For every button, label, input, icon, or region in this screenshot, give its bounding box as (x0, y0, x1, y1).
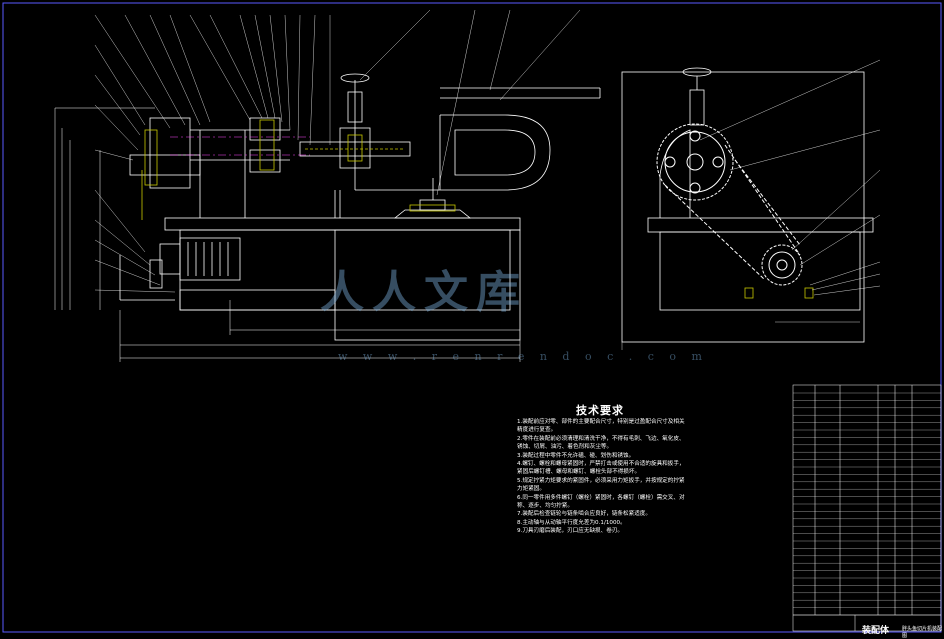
requirement-item: 2.零件在装配前必须清理和清洗干净，不得有毛刺、飞边、氧化皮、锈蚀、切屑、油污、… (517, 435, 685, 451)
requirement-item: 3.装配过程中零件不允许磕、碰、划伤和锈蚀。 (517, 452, 635, 459)
front-view (119, 73, 601, 341)
technical-requirements-list: 1.装配前应对零、部件的主要配合尺寸，特别是过盈配合尺寸及相关精度进行复查。 2… (517, 418, 687, 536)
front-centerlines (170, 136, 310, 156)
technical-requirements-title: 技术要求 (576, 404, 624, 417)
front-dimensions (54, 107, 521, 362)
watermark-url: w w w . r e n r e n d o c . c o m (338, 350, 708, 363)
front-hatching (141, 119, 456, 220)
requirement-item: 1.装配前应对零、部件的主要配合尺寸，特别是过盈配合尺寸及相关精度进行复查。 (517, 419, 685, 434)
requirement-item: 9.刀具刃磨后装配，刃口应无缺损、卷刃。 (517, 528, 624, 535)
side-leaders (621, 59, 881, 350)
requirement-item: 4.螺钉、螺栓和螺母紧固时，严禁打击或使用不合适的旋具和扳手，紧固后螺钉槽、螺母… (517, 461, 685, 476)
chain-drive (656, 123, 803, 286)
bom-rows (793, 392, 941, 616)
side-hatching (744, 287, 814, 299)
bom-table (792, 384, 942, 632)
watermark: 人人文库 (320, 267, 528, 318)
requirement-item: 7.装配后检查链轮与链条啮合应良好，链条松紧适度。 (517, 511, 651, 518)
requirement-item: 8.主动轴与从动轴平行度允差为0.1/1000。 (517, 519, 626, 526)
front-leaders (94, 9, 581, 293)
requirement-item: 5.规定拧紧力矩要求的紧固件，必须采用力矩扳手，并按规定的拧紧力矩紧固。 (517, 477, 685, 493)
drawing-subtitle: 胖头鱼切片机装配图 (902, 626, 943, 639)
requirement-item: 6.同一零件用多件螺钉（螺栓）紧固时，各螺钉（螺栓）需交叉、对称、逐步、均匀拧紧… (517, 494, 685, 510)
side-view (621, 67, 874, 343)
drawing-title: 装配体 (862, 626, 890, 636)
